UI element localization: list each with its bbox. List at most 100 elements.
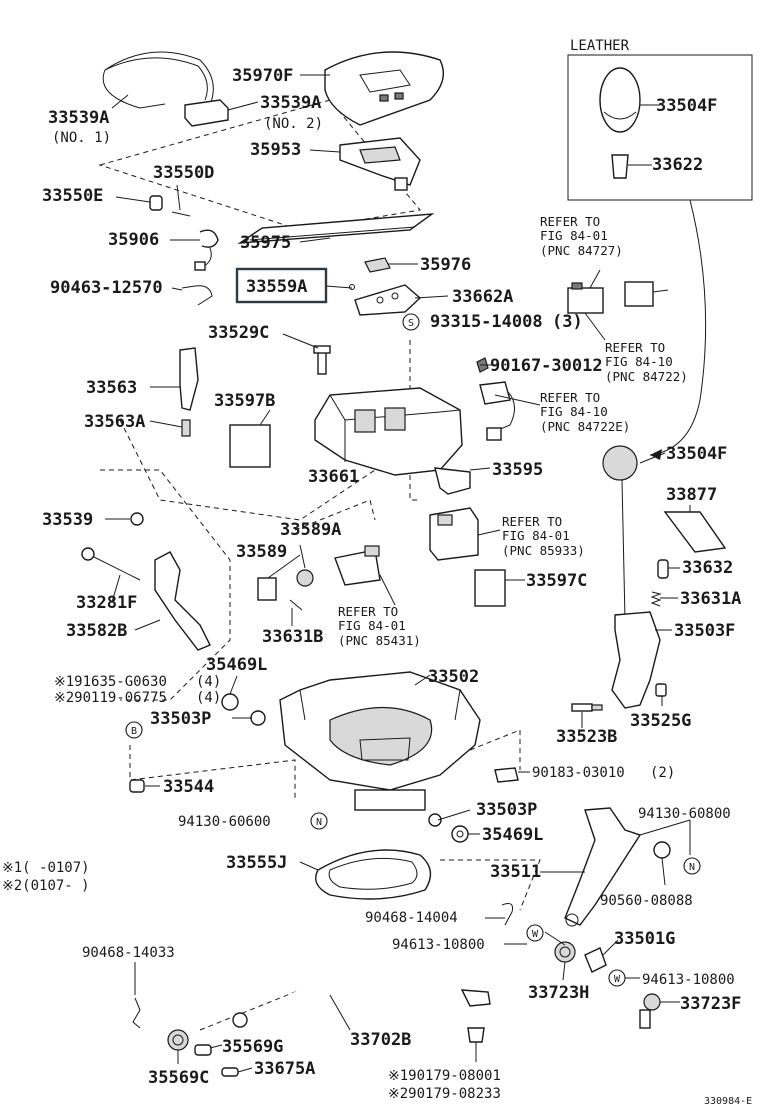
bulb-holder xyxy=(184,99,229,127)
label-35953[interactable]: 35953 xyxy=(250,140,301,160)
label-94130-60600[interactable]: 94130-60600 xyxy=(178,814,271,830)
label-33529C[interactable]: 33529C xyxy=(208,323,269,343)
shift-lever xyxy=(611,611,661,709)
label-90468-14033[interactable]: 90468-14033 xyxy=(82,945,175,961)
label-33559A[interactable]: 33559A xyxy=(246,277,307,297)
callout-w-2 xyxy=(608,969,626,987)
lock-lever xyxy=(179,347,199,411)
label-33589[interactable]: 33589 xyxy=(236,542,287,562)
label-33589A[interactable]: 33589A xyxy=(280,520,341,540)
label-no2: (NO. 2) xyxy=(264,116,323,132)
svg-text:REFER TO: REFER TO xyxy=(605,340,665,355)
label-90179-08233[interactable]: ※290179-08233 xyxy=(388,1086,501,1102)
label-33503P-2[interactable]: 33503P xyxy=(476,800,537,820)
callout-n-1 xyxy=(310,812,328,830)
label-33723F[interactable]: 33723F xyxy=(680,994,741,1014)
label-33597C[interactable]: 33597C xyxy=(526,571,587,591)
svg-text:REFER TO: REFER TO xyxy=(540,214,600,229)
label-33281F[interactable]: 33281F xyxy=(76,593,137,613)
callout-b xyxy=(125,721,143,739)
svg-text:FIG 84-01: FIG 84-01 xyxy=(502,528,570,543)
label-33503F[interactable]: 33503F xyxy=(674,621,735,641)
refer-note-85933[interactable]: REFER TO FIG 84-01 (PNC 85933) xyxy=(502,514,585,558)
label-33661[interactable]: 33661 xyxy=(308,467,359,487)
label-33539A-1[interactable]: 33539A xyxy=(48,108,109,128)
label-33523B[interactable]: 33523B xyxy=(556,727,617,747)
label-33597B[interactable]: 33597B xyxy=(214,391,275,411)
label-35976[interactable]: 35976 xyxy=(420,255,471,275)
label-93315-qty: (3) xyxy=(552,312,583,332)
label-33539A-2[interactable]: 33539A xyxy=(260,93,321,113)
label-91635[interactable]: ※191635-G0630 xyxy=(54,674,167,690)
svg-text:N: N xyxy=(316,817,322,828)
label-33550E[interactable]: 33550E xyxy=(42,186,103,206)
refer-note-84722[interactable]: REFER TO FIG 84-10 (PNC 84722) xyxy=(605,340,688,384)
svg-text:FIG 84-01: FIG 84-01 xyxy=(338,618,406,633)
label-35970F[interactable]: 35970F xyxy=(232,66,293,86)
label-33723H[interactable]: 33723H xyxy=(528,983,589,1003)
label-35469L-2[interactable]: 35469L xyxy=(482,825,543,845)
svg-text:N: N xyxy=(689,862,695,873)
label-33563A[interactable]: 33563A xyxy=(84,412,145,432)
label-94130-60800[interactable]: 94130-60800 xyxy=(638,806,731,822)
shift-lock-housing xyxy=(314,387,463,476)
label-33675A[interactable]: 33675A xyxy=(254,1059,315,1079)
label-90183[interactable]: 90183-03010 xyxy=(532,765,625,781)
parts-illustrations xyxy=(81,51,727,1077)
label-35569C[interactable]: 35569C xyxy=(148,1068,209,1088)
label-35569G[interactable]: 35569G xyxy=(222,1037,283,1057)
label-90119[interactable]: ※290119-06775 xyxy=(54,690,167,706)
label-33511[interactable]: 33511 xyxy=(490,862,541,882)
label-33544[interactable]: 33544 xyxy=(163,777,214,797)
part-labels: 35970F 33539A (NO. 1) 33539A (NO. 2) 359… xyxy=(42,66,752,1107)
dashed-guides xyxy=(98,99,541,1031)
label-33502[interactable]: 33502 xyxy=(428,667,479,687)
label-33632[interactable]: 33632 xyxy=(682,558,733,578)
label-90463-12570[interactable]: 90463-12570 xyxy=(50,278,163,298)
label-33622[interactable]: 33622 xyxy=(652,155,703,175)
label-33582B[interactable]: 33582B xyxy=(66,621,127,641)
slide-plate xyxy=(237,213,435,244)
shift-lock-ecu xyxy=(429,507,479,561)
label-94613-10800-2[interactable]: 94613-10800 xyxy=(642,972,735,988)
bracket xyxy=(354,284,422,316)
indicator-plate xyxy=(324,51,444,126)
label-90179-08001[interactable]: ※190179-08001 xyxy=(388,1068,501,1084)
label-33662A[interactable]: 33662A xyxy=(452,287,513,307)
label-93315-14008[interactable]: 93315-14008 xyxy=(430,312,543,332)
label-35469L-1[interactable]: 35469L xyxy=(206,655,267,675)
svg-text:FIG 84-10: FIG 84-10 xyxy=(540,404,608,419)
label-33504F-2[interactable]: 33504F xyxy=(666,444,727,464)
label-33501G[interactable]: 33501G xyxy=(614,929,675,949)
callouts: S B N N W W xyxy=(125,313,701,987)
label-35906[interactable]: 35906 xyxy=(108,230,159,250)
label-90167-30012[interactable]: 90167-30012 xyxy=(490,356,603,376)
label-33595[interactable]: 33595 xyxy=(492,460,543,480)
svg-text:W: W xyxy=(532,929,539,940)
refer-note-85431[interactable]: REFER TO FIG 84-01 (PNC 85431) xyxy=(338,604,421,648)
label-33631A[interactable]: 33631A xyxy=(680,589,741,609)
label-33504F-1[interactable]: 33504F xyxy=(656,96,717,116)
label-33563[interactable]: 33563 xyxy=(86,378,137,398)
label-33550D[interactable]: 33550D xyxy=(153,163,214,183)
shift-knob-leather xyxy=(599,67,641,133)
label-33525G[interactable]: 33525G xyxy=(630,711,691,731)
label-90560-08088[interactable]: 90560-08088 xyxy=(600,893,693,909)
label-33503P-1[interactable]: 33503P xyxy=(150,709,211,729)
label-33877[interactable]: 33877 xyxy=(666,485,717,505)
label-35975[interactable]: 35975 xyxy=(240,233,291,253)
label-94613-10800-1[interactable]: 94613-10800 xyxy=(392,937,485,953)
refer-note-84722E[interactable]: REFER TO FIG 84-10 (PNC 84722E) xyxy=(540,390,630,434)
highlight-box[interactable] xyxy=(235,267,328,304)
label-33539[interactable]: 33539 xyxy=(42,510,93,530)
label-90468-14004[interactable]: 90468-14004 xyxy=(365,910,458,926)
insulator-plate xyxy=(229,424,271,468)
svg-text:REFER TO: REFER TO xyxy=(540,390,600,405)
refer-note-84727[interactable]: REFER TO FIG 84-01 (PNC 84727) xyxy=(540,214,623,258)
label-33555J[interactable]: 33555J xyxy=(226,853,287,873)
label-33702B[interactable]: 33702B xyxy=(350,1030,411,1050)
label-90183-qty: (2) xyxy=(650,765,675,781)
svg-text:(PNC 84727): (PNC 84727) xyxy=(540,243,623,258)
svg-text:FIG 84-10: FIG 84-10 xyxy=(605,354,673,369)
label-33631B[interactable]: 33631B xyxy=(262,627,323,647)
